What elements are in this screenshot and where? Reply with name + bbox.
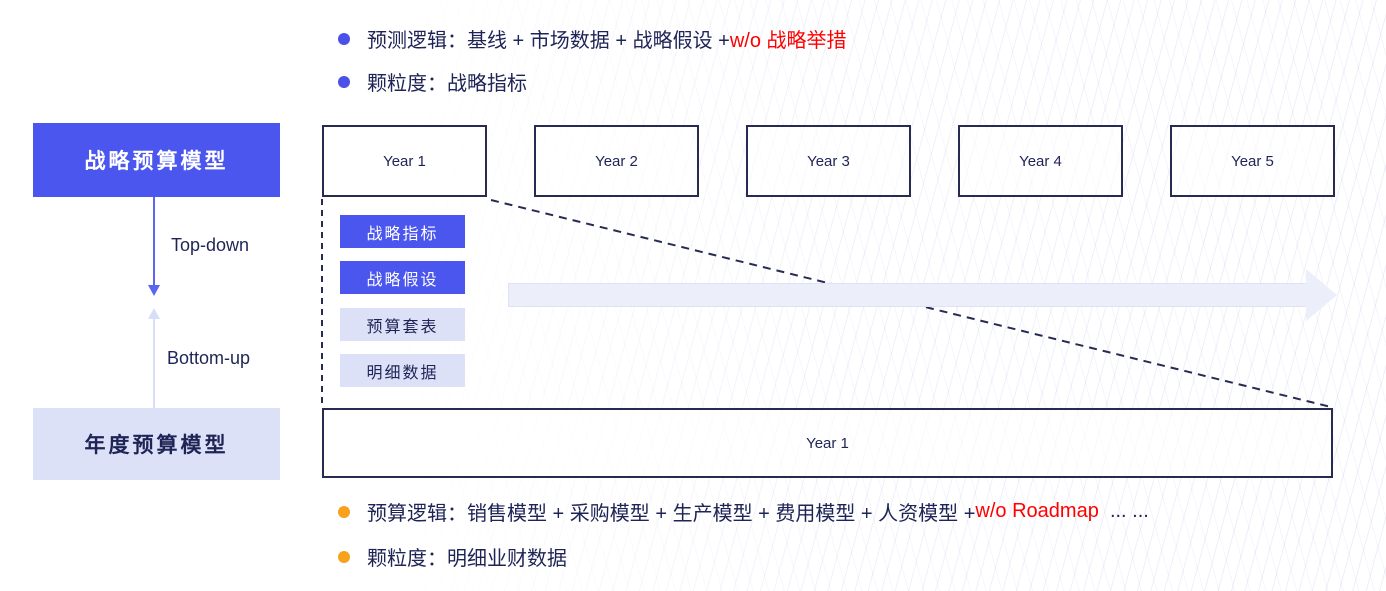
year-label: Year 1 xyxy=(383,152,426,170)
timeline-arrow-shaft xyxy=(508,283,1306,307)
annual-budget-model-label: 年度预算模型 xyxy=(84,434,229,457)
orange-bullet-icon xyxy=(338,550,350,563)
tag-label: 战略指标 xyxy=(366,225,439,243)
orange-bullet-icon xyxy=(338,505,350,518)
year-label: Year 3 xyxy=(807,152,850,170)
tag-label: 预算套表 xyxy=(366,318,439,336)
year-box-3: Year 3 xyxy=(746,125,911,197)
year-row: Year 1 Year 2 Year 3 Year 4 Year 5 xyxy=(322,125,1335,197)
tag-detail-data: 明细数据 xyxy=(340,354,465,387)
bottom-up-label: Bottom-up xyxy=(167,348,251,368)
granularity-bullet-top: 颗粒度：战略指标 xyxy=(338,67,527,96)
blue-bullet-icon xyxy=(338,32,350,45)
granularity-bullet-bottom: 颗粒度：明细业财数据 xyxy=(338,542,567,571)
year-label: Year 5 xyxy=(1231,152,1274,170)
timeline-arrow-icon xyxy=(508,269,1338,321)
year-label: Year 4 xyxy=(1019,152,1062,170)
top-down-label: Top-down xyxy=(171,235,250,255)
year-box-5: Year 5 xyxy=(1170,125,1335,197)
forecast-logic-highlight: w/o 战略举措 xyxy=(729,30,847,52)
budget-logic-bullet: 预算逻辑：销售模型 + 采购模型 + 生产模型 + 费用模型 + 人资模型 + … xyxy=(338,497,1149,526)
timeline-arrow-head xyxy=(1306,269,1337,321)
tag-strategic-assumptions: 战略假设 xyxy=(340,261,465,294)
tag-strategic-indicators: 战略指标 xyxy=(340,215,465,248)
granularity-text-bottom: 颗粒度：明细业财数据 xyxy=(367,548,567,570)
top-down-arrow-icon xyxy=(148,197,160,296)
blue-bullet-icon xyxy=(338,75,350,88)
annual-year-label: Year 1 xyxy=(806,434,849,452)
year-box-2: Year 2 xyxy=(534,125,699,197)
annual-budget-model-box: 年度预算模型 xyxy=(33,408,280,480)
granularity-text-top: 颗粒度：战略指标 xyxy=(367,73,527,95)
tag-label: 明细数据 xyxy=(366,364,439,382)
tag-label: 战略假设 xyxy=(366,271,439,289)
strategic-budget-model-label: 战略预算模型 xyxy=(84,150,229,173)
year-box-1: Year 1 xyxy=(322,125,487,197)
year-label: Year 2 xyxy=(595,152,638,170)
year-box-4: Year 4 xyxy=(958,125,1123,197)
budget-logic-suffix: ... ... xyxy=(1098,500,1149,522)
budget-logic-highlight: w/o Roadmap xyxy=(975,500,1099,522)
bottom-up-arrow-icon xyxy=(148,308,160,408)
budget-logic-text: 预算逻辑：销售模型 + 采购模型 + 生产模型 + 费用模型 + 人资模型 + xyxy=(367,503,976,525)
annual-year-box: Year 1 xyxy=(322,408,1333,478)
forecast-logic-bullet: 预测逻辑：基线 + 市场数据 + 战略假设 + w/o 战略举措 xyxy=(338,24,847,53)
forecast-logic-text: 预测逻辑：基线 + 市场数据 + 战略假设 + xyxy=(367,30,730,52)
tag-budget-tables: 预算套表 xyxy=(340,308,465,341)
strategic-budget-model-box: 战略预算模型 xyxy=(33,123,280,197)
